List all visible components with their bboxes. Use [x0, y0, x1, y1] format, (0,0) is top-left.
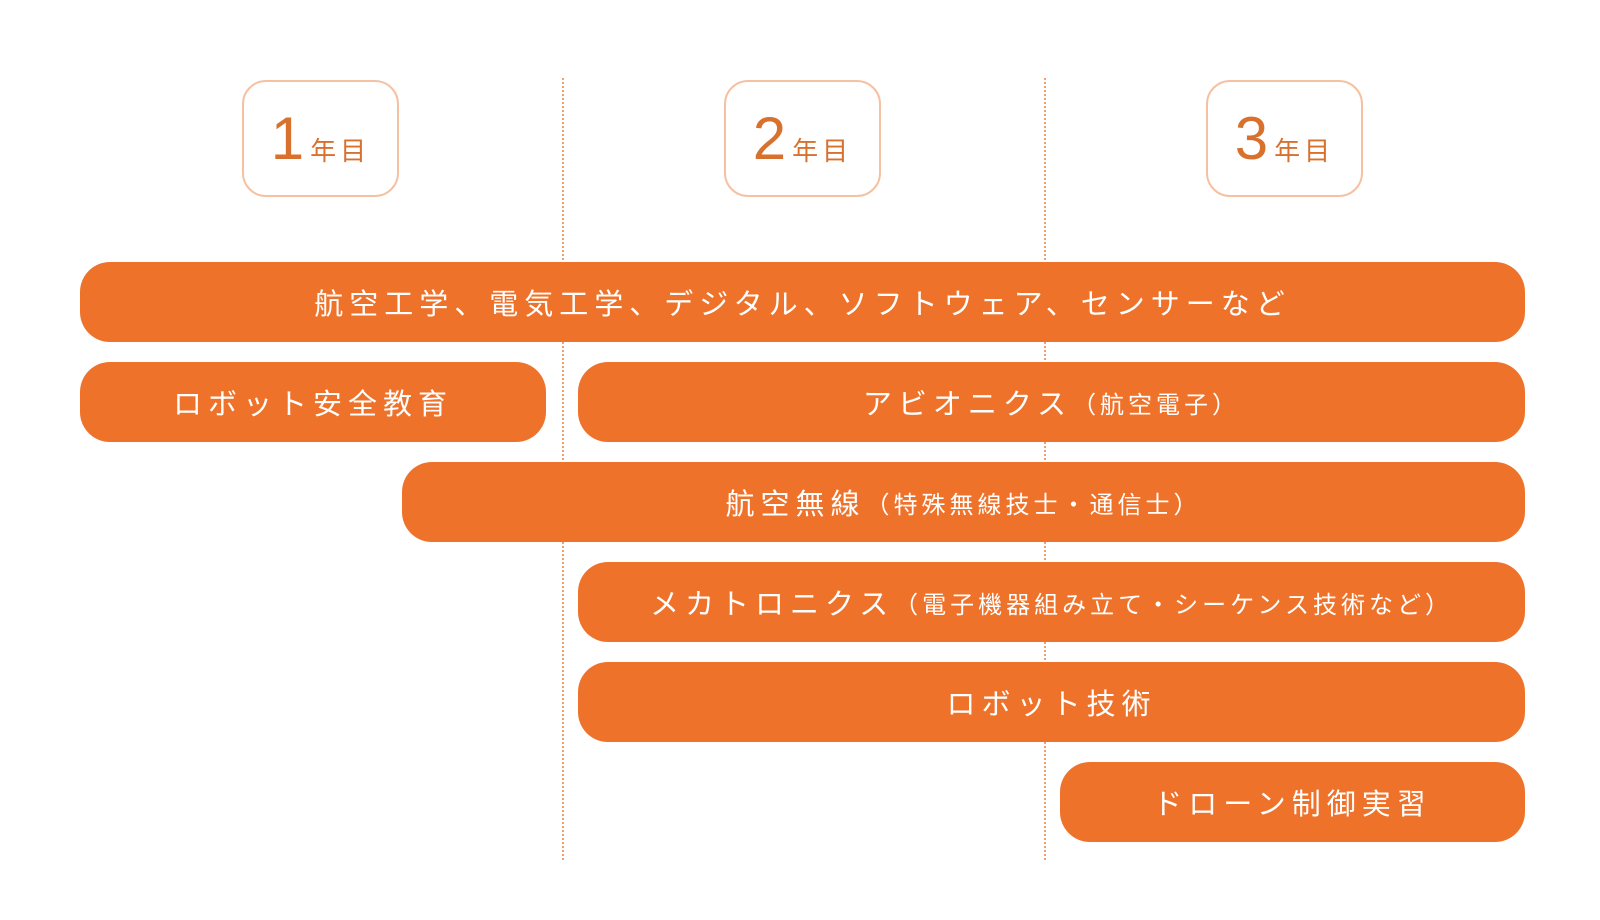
- subject-bar-radio: 航空無線 （特殊無線技士・通信士）: [402, 462, 1525, 542]
- subject-label: ロボット技術: [946, 687, 1157, 721]
- year-1-header: 1 年目: [242, 80, 399, 197]
- subject-bar-robot-tech: ロボット技術: [578, 662, 1525, 742]
- subject-label: 航空工学、電気工学、デジタル、ソフトウェア、センサーなど: [314, 287, 1291, 321]
- year-number: 1: [270, 104, 305, 172]
- subject-bar-drone: ドローン制御実習: [1060, 762, 1525, 842]
- subject-label: 航空無線: [725, 487, 866, 521]
- year-number: 2: [752, 104, 787, 172]
- subject-sublabel: （電子機器組み立て・シーケンス技術など）: [894, 590, 1453, 619]
- subject-label: アビオニクス: [862, 387, 1073, 421]
- subject-label: ロボット安全教育: [172, 387, 453, 421]
- subject-bar-avionics: アビオニクス （航空電子）: [578, 362, 1525, 442]
- year-suffix: 年目: [792, 137, 853, 167]
- subject-label: ドローン制御実習: [1153, 787, 1432, 821]
- subject-bar-engineering: 航空工学、電気工学、デジタル、ソフトウェア、センサーなど: [80, 262, 1525, 342]
- subject-label: メカトロニクス: [650, 587, 895, 621]
- year-number: 3: [1234, 104, 1269, 172]
- year-2-header: 2 年目: [724, 80, 881, 197]
- year-suffix: 年目: [310, 137, 371, 167]
- subject-sublabel: （航空電子）: [1072, 390, 1241, 419]
- subject-bar-robot-safety: ロボット安全教育: [80, 362, 546, 442]
- year-3-header: 3 年目: [1206, 80, 1363, 197]
- year-suffix: 年目: [1274, 137, 1335, 167]
- subject-sublabel: （特殊無線技士・通信士）: [865, 490, 1202, 519]
- subject-bar-mechatronics: メカトロニクス （電子機器組み立て・シーケンス技術など）: [578, 562, 1525, 642]
